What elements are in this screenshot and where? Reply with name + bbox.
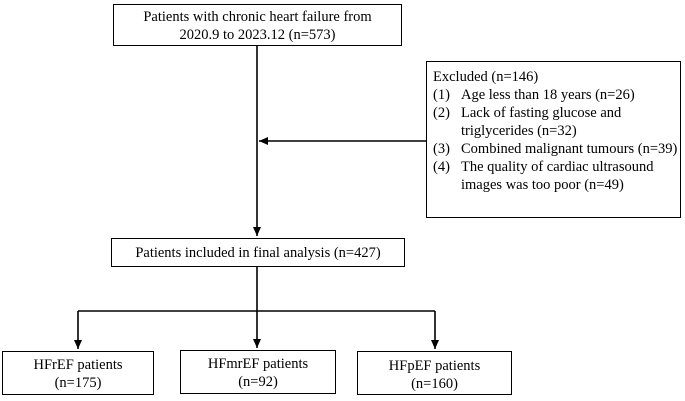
excluded-item-text: The quality of cardiac ultrasound: [461, 159, 654, 175]
enrollment-line-1: Patients with chronic heart failure from: [143, 9, 372, 25]
enrollment-box: Patients with chronic heart failure from…: [113, 4, 402, 46]
excluded-item-text: Combined malignant tumours (n=39): [461, 141, 678, 157]
group-count: (n=160): [411, 376, 458, 392]
excluded-item-text: triglycerides (n=32): [461, 123, 577, 139]
group-box-hfref: HFrEF patients (n=175): [2, 351, 154, 395]
group-box-hfmref: HFmrEF patients (n=92): [180, 350, 336, 394]
excluded-item: (4) The quality of cardiac ultrasound im…: [433, 158, 680, 194]
group-box-hfpef: HFpEF patients (n=160): [357, 351, 512, 395]
excluded-item-text: Age less than 18 years (n=26): [461, 87, 635, 103]
excluded-item-text: Lack of fasting glucose and: [461, 105, 622, 121]
excluded-item: (2) Lack of fasting glucose and triglyce…: [433, 104, 680, 140]
excluded-item-text: images was too poor (n=49): [461, 177, 624, 193]
group-count: (n=92): [238, 374, 278, 390]
excluded-item-number: (2): [433, 105, 450, 121]
group-label: HFpEF patients: [388, 358, 481, 374]
excluded-item: (3) Combined malignant tumours (n=39): [433, 140, 680, 158]
excluded-item-number: (1): [433, 87, 450, 103]
excluded-item-number: (4): [433, 159, 450, 175]
group-label: HFmrEF patients: [207, 356, 309, 372]
excluded-item: (1) Age less than 18 years (n=26): [433, 86, 680, 104]
excluded-item-number: (3): [433, 141, 450, 157]
excluded-box: Excluded (n=146) (1) Age less than 18 ye…: [426, 61, 681, 218]
enrollment-line-2: 2020.9 to 2023.12 (n=573): [179, 27, 336, 43]
included-box: Patients included in final analysis (n=4…: [111, 238, 405, 267]
included-text: Patients included in final analysis (n=4…: [135, 245, 381, 261]
group-count: (n=175): [54, 375, 102, 391]
excluded-title: Excluded (n=146): [433, 69, 539, 85]
group-label: HFrEF patients: [33, 357, 123, 373]
